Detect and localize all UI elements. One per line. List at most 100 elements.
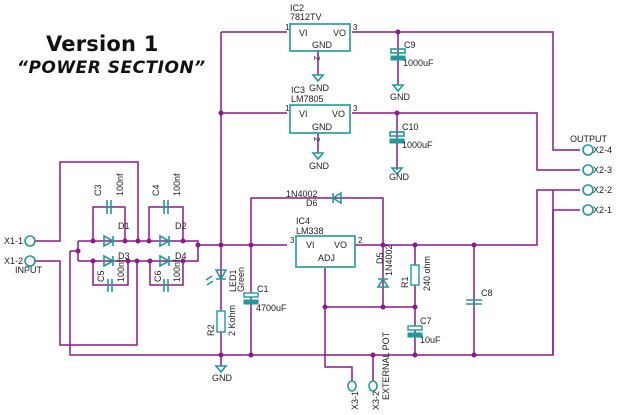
output-connectors: OUTPUT X2-4 X2-3 X2-2 X2-1 [570, 134, 612, 216]
x2-4-label: X2-4 [593, 145, 612, 155]
c10-plate-bottom [389, 138, 405, 144]
wire-x1-2 [34, 260, 138, 346]
junction-dot [125, 258, 131, 264]
junction-dot [248, 242, 254, 248]
resistor-r1[interactable]: R1 240 ohm [400, 256, 432, 291]
c9-ref: C9 [404, 40, 416, 50]
connector-x2-4[interactable]: X2-4 [582, 144, 612, 156]
ic4-adj: ADJ [318, 253, 335, 263]
junction-dot [370, 352, 376, 358]
wire-d6 [250, 197, 384, 245]
diode-icon [376, 277, 390, 288]
capacitor-c9[interactable]: C9 1000uF GND [390, 40, 434, 102]
connector-x2-1[interactable]: X2-1 [582, 204, 612, 216]
capacitor-c3[interactable]: C3 100nf [93, 173, 125, 214]
wire-c4-loop [148, 206, 184, 241]
connector-x3-1[interactable]: X3-1 [347, 380, 360, 410]
capacitor-c4[interactable]: C4 100nf [151, 173, 182, 214]
ground-icon [391, 84, 405, 93]
ic4-regulator[interactable]: IC4 LM338 VI VO ADJ 3 2 [290, 216, 363, 268]
x1-1-label: X1-1 [4, 236, 23, 246]
capacitor-c7[interactable]: C7 10uF [407, 316, 441, 345]
diode-d6[interactable]: 1N4002 D6 [286, 189, 342, 208]
capacitor-icon [163, 200, 169, 214]
ic2-body [289, 23, 351, 52]
junction-dot [180, 238, 186, 244]
diode-d4[interactable]: D4 [159, 251, 187, 268]
junction-dot [218, 110, 224, 116]
junction-dot [412, 352, 418, 358]
c4-value: 100nf [172, 173, 182, 196]
connector-x2-2[interactable]: X2-2 [582, 184, 612, 196]
connector-x1-1[interactable]: X1-1 [4, 235, 36, 247]
diode-d2[interactable]: D2 [159, 221, 187, 248]
c7-value: 10uF [420, 335, 441, 345]
junction-dot [147, 258, 153, 264]
diode-d1[interactable]: D1 [103, 221, 130, 248]
c9-plate-top [390, 48, 406, 54]
c7-plate-bottom [407, 332, 423, 338]
c9-value: 1000uF [403, 58, 434, 68]
led-icon [214, 269, 228, 281]
pot-connectors: X3-1 X3-2 EXTERNAL POT [347, 331, 391, 410]
capacitor-c8[interactable]: C8 [466, 288, 493, 305]
ic3-pin2: 2 [312, 137, 321, 142]
diode-d3[interactable]: D3 [103, 251, 130, 268]
capacitor-c6[interactable]: C6 100nf [153, 259, 182, 292]
junction-dot [322, 304, 328, 310]
junction-dot [135, 238, 141, 244]
ground-icon [311, 152, 325, 161]
capacitor-c5[interactable]: C5 100nf [96, 259, 126, 292]
ic2-vi: VI [299, 28, 308, 38]
ic4-pin3: 3 [290, 236, 295, 245]
capacitor-icon [163, 279, 169, 292]
capacitor-c1[interactable]: C1 4700uF [243, 284, 287, 313]
junction-dot [471, 352, 477, 358]
c4-ref: C4 [151, 184, 161, 196]
junction-dot [75, 248, 81, 254]
junction-dot [122, 238, 128, 244]
x1-2-label: X1-2 [4, 256, 23, 266]
ic2-pin1: 1 [285, 23, 290, 32]
ic3-regulator[interactable]: IC3 LM7805 VI VO GND 1 3 2 [285, 85, 358, 142]
ic3-part: LM7805 [291, 94, 324, 104]
diode-icon [103, 234, 115, 248]
junction-dot [471, 242, 477, 248]
r2-value: 2 Kohm [227, 305, 237, 336]
ic2-regulator[interactable]: IC2 7812TV VI VO GND 1 3 2 [285, 3, 358, 61]
resistor-r2[interactable]: R2 2 Kohm [206, 305, 237, 336]
terminal-icon [24, 235, 36, 247]
x3-1-label: X3-1 [350, 391, 360, 410]
junction-dot [395, 29, 401, 35]
ic2-pin2: 2 [312, 56, 321, 61]
diode-d5[interactable]: D5 1N4002 [375, 244, 394, 288]
d3-ref: D3 [118, 251, 130, 261]
junction-dot [380, 242, 386, 248]
title-version: Version 1 [46, 32, 159, 56]
capacitor-c10[interactable]: C10 1000uF GND [389, 122, 433, 182]
x2-2-label: X2-2 [593, 185, 612, 195]
connector-x3-2[interactable]: X3-2 [368, 380, 381, 410]
connector-x2-3[interactable]: X2-3 [582, 164, 612, 176]
connector-x1-2[interactable]: X1-2 [4, 255, 36, 267]
c1-ref: C1 [257, 284, 269, 294]
c10-ref: C10 [402, 122, 419, 132]
c5-value: 100nf [116, 259, 126, 282]
x2-1-label: X2-1 [593, 205, 612, 215]
junction-dot [394, 110, 400, 116]
resistor-icon [216, 310, 226, 333]
ground-icon [214, 365, 228, 374]
led-led1[interactable]: LED1 Green [205, 267, 246, 292]
ic4-vi: VI [306, 240, 315, 250]
wire-x1-1 [34, 161, 139, 242]
wire-bridge-bottom [78, 251, 199, 262]
r1-value: 240 ohm [422, 256, 432, 291]
terminal-icon [582, 164, 594, 176]
d6-ref: D6 [306, 198, 318, 208]
gnd-symbol-ic2: GND [309, 74, 330, 93]
ic2-vo: VO [333, 28, 346, 38]
junction-dot [146, 238, 152, 244]
junction-dot [218, 242, 224, 248]
junctions [75, 29, 477, 358]
